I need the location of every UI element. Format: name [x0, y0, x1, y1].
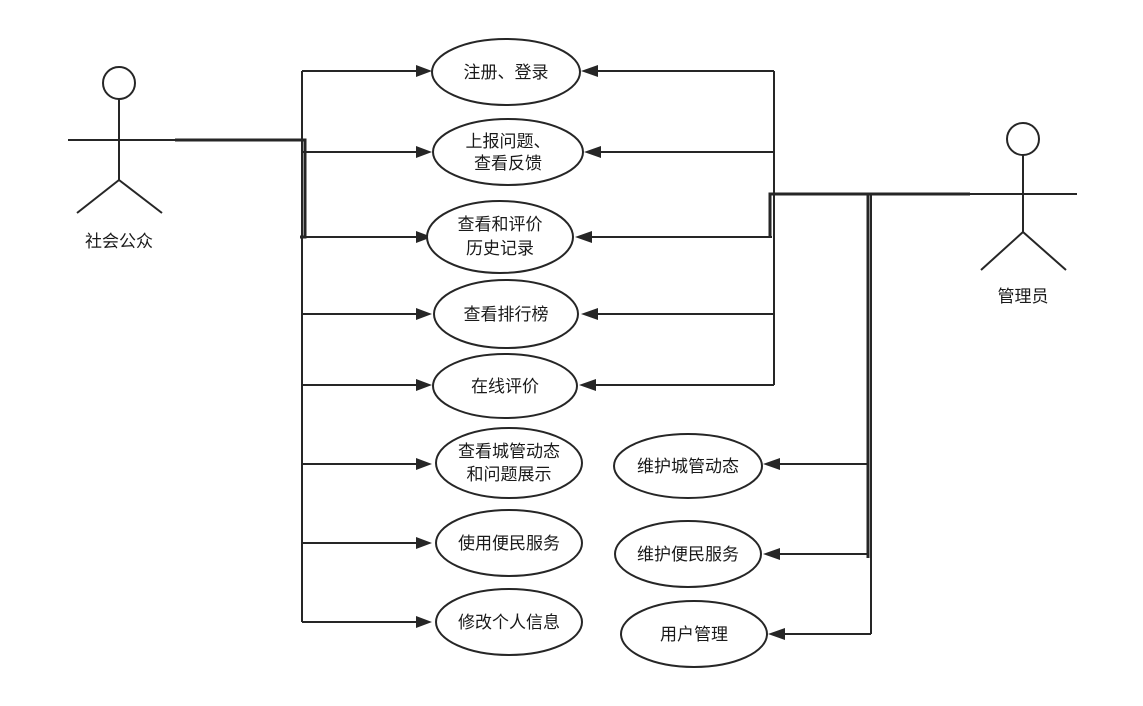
use-case-view-news: 查看城管动态 和问题展示	[435, 427, 583, 499]
use-case-label: 使用便民服务	[458, 533, 560, 554]
public-connectors	[175, 65, 432, 628]
use-case-online-rating: 在线评价	[432, 353, 578, 419]
use-case-label: 维护便民服务	[637, 545, 739, 565]
actor-admin-head	[1006, 122, 1040, 156]
use-case-view-ranking: 查看排行榜	[433, 279, 579, 349]
arrowhead	[768, 628, 785, 640]
actor-admin: 管理员	[970, 122, 1077, 307]
use-case-edit-profile: 修改个人信息	[435, 588, 583, 656]
use-case-label: 查看城管动态	[458, 442, 560, 462]
arrowhead	[763, 458, 780, 470]
arrowhead	[416, 308, 432, 320]
use-case-label: 用户管理	[660, 625, 728, 645]
admin-upper-thick	[768, 192, 772, 237]
arrowhead	[581, 65, 598, 77]
actor-public-head	[102, 66, 136, 100]
use-case-user-management: 用户管理	[620, 600, 768, 668]
use-case-maintain-news: 维护城管动态	[613, 433, 763, 499]
actor-admin-right-leg	[1022, 231, 1067, 271]
arrowhead	[416, 537, 432, 549]
use-case-label: 查看排行榜	[464, 305, 549, 325]
arrowhead	[763, 548, 780, 560]
arrowhead	[416, 458, 432, 470]
use-case-label: 注册、登录	[464, 63, 549, 83]
use-case-use-services: 使用便民服务	[435, 509, 583, 577]
use-case-label: 历史记录	[466, 239, 534, 259]
use-case-view-rate-history: 查看和评价 历史记录	[426, 200, 574, 274]
arrowhead	[581, 308, 598, 320]
actor-public: 社会公众	[68, 66, 175, 252]
actor-admin-label: 管理员	[998, 287, 1049, 307]
actor-public-left-leg	[76, 179, 120, 214]
actor-public-label: 社会公众	[85, 232, 153, 252]
use-case-label: 查看反馈	[474, 154, 542, 174]
arrowhead	[416, 616, 432, 628]
arrowhead	[579, 379, 596, 391]
use-case-report-issue: 上报问题、 查看反馈	[432, 118, 584, 186]
use-case-label: 维护城管动态	[637, 457, 739, 477]
actor-admin-left-leg	[980, 231, 1024, 271]
use-case-label: 和问题展示	[467, 465, 552, 485]
arrowhead	[416, 65, 432, 77]
actor-public-right-leg	[118, 179, 163, 214]
use-case-label: 在线评价	[471, 377, 539, 397]
use-case-label: 查看和评价	[458, 215, 543, 235]
arrowhead	[416, 231, 432, 243]
arrowhead	[416, 146, 432, 158]
admin-connectors	[575, 65, 970, 640]
arrowhead	[416, 379, 432, 391]
use-case-label: 修改个人信息	[458, 613, 560, 633]
arrowhead	[584, 146, 601, 158]
use-case-maintain-services: 维护便民服务	[614, 520, 762, 588]
use-case-label: 上报问题、	[466, 132, 551, 152]
arrowhead	[575, 231, 592, 243]
use-case-register-login: 注册、登录	[431, 38, 581, 106]
